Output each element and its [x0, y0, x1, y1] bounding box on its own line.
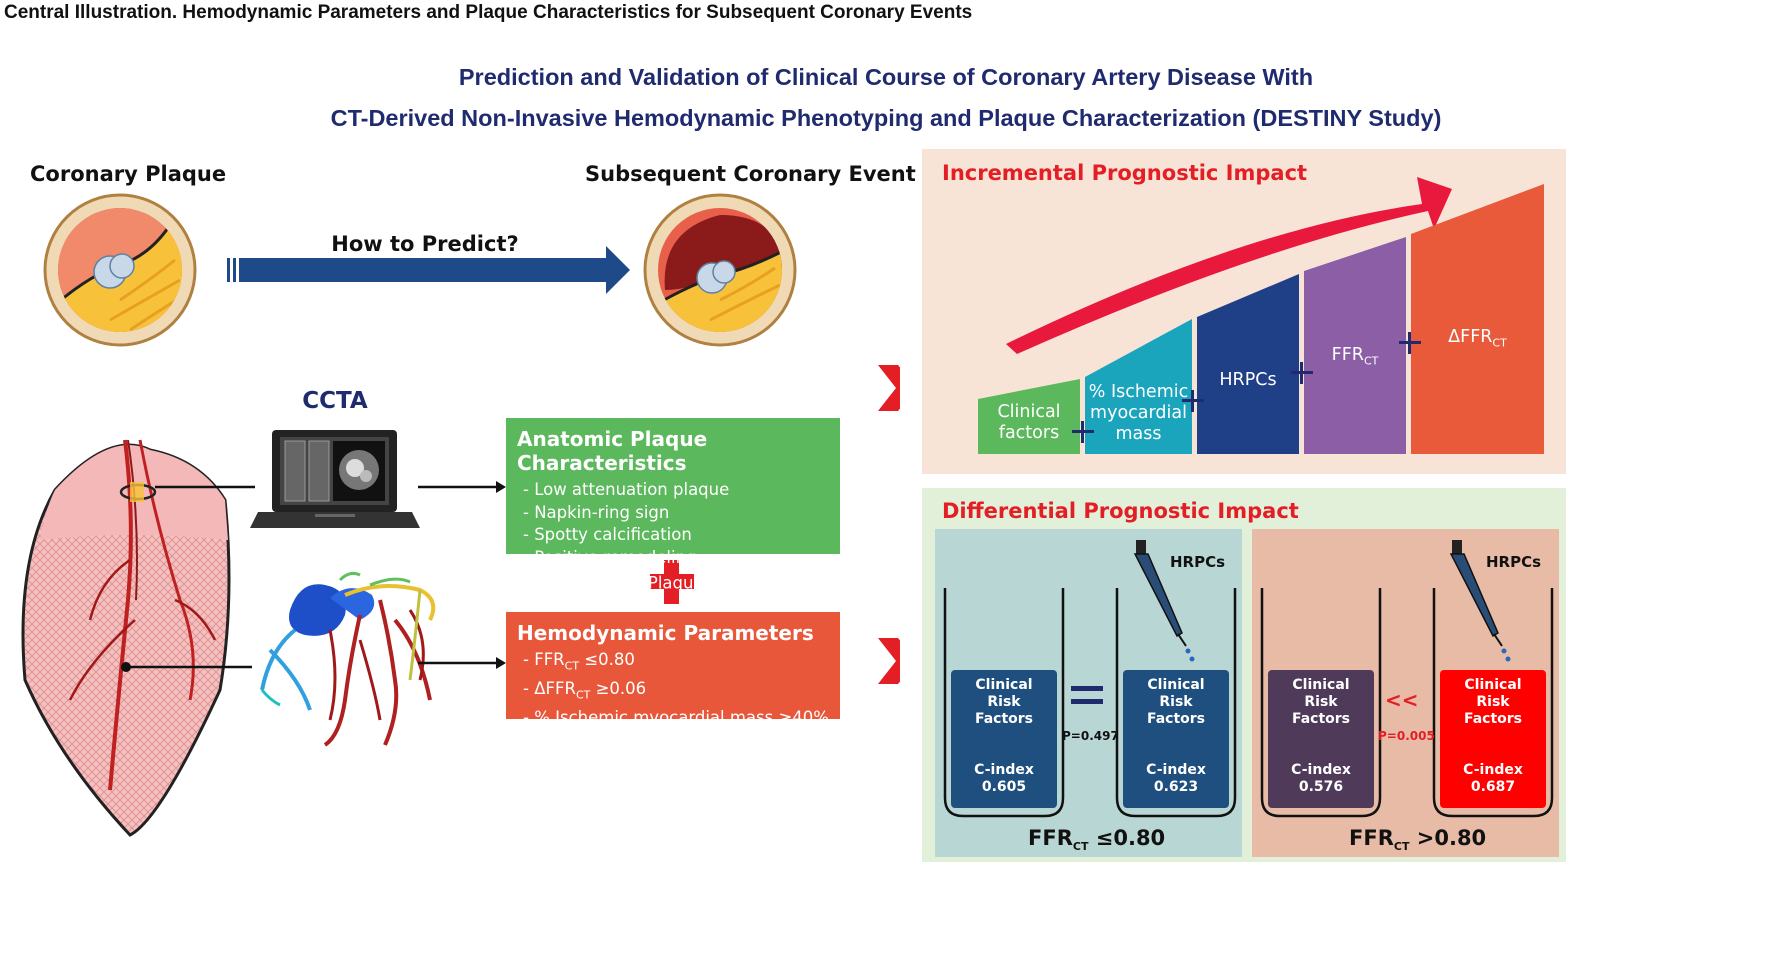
- ffrct-low-label: FFRCT ≤0.80: [1028, 826, 1166, 854]
- coronary-tree-model-icon: [260, 571, 436, 747]
- anatomic-item: - Positive remodeling: [523, 547, 697, 567]
- incremental-chart: [978, 177, 1544, 454]
- ccta-label: CCTA: [302, 388, 368, 414]
- plus-icon: [650, 560, 694, 604]
- title-line-1: Prediction and Validation of Clinical Co…: [458, 64, 1314, 90]
- dropper-icon: [1449, 540, 1511, 662]
- hemodynamic-item: - % Ischemic myocardial mass ≥40%: [523, 707, 829, 727]
- hemodynamic-item: - ΔFFRCT ≥0.06: [523, 678, 647, 702]
- dropper-icon: [1133, 540, 1195, 662]
- coronary-plaque-label: Coronary Plaque: [30, 162, 227, 186]
- coronary-event-icon: [643, 193, 797, 347]
- heart-icon: [21, 439, 231, 837]
- tube-fill: [1440, 670, 1546, 808]
- hemodynamic-title: Hemodynamic Parameters: [517, 621, 814, 645]
- hrpcs-label-right: HRPCs: [1486, 553, 1542, 571]
- hemodynamic-parameters-box: Hemodynamic Parameters - FFRCT ≤0.80 - Δ…: [506, 612, 840, 727]
- tube-fill: [951, 670, 1057, 808]
- how-to-predict-arrow: [227, 246, 630, 294]
- left-illustration: [21, 193, 900, 837]
- differential-tubes: [943, 540, 1554, 818]
- bar-label-delta-ffrct: ΔFFRCT: [1448, 327, 1507, 350]
- p-value-right: P=0.005: [1378, 729, 1435, 743]
- figure-header: Central Illustration. Hemodynamic Parame…: [4, 2, 973, 23]
- how-to-predict-label: How to Predict?: [331, 232, 519, 256]
- bar-label-ffrct: FFRCT: [1331, 345, 1379, 368]
- chevron-right-icon: [878, 638, 900, 684]
- hemodynamic-item: - FFRCT ≤0.80: [523, 650, 635, 673]
- laptop-ccta-icon: [250, 430, 420, 528]
- tube-fill: [1268, 670, 1374, 808]
- bar-label-hrpcs: HRPCs: [1219, 370, 1277, 390]
- tube-fill: [1123, 670, 1229, 808]
- ffrct-high-label: FFRCT >0.80: [1349, 826, 1487, 854]
- hrpcs-label-left: HRPCs: [1170, 553, 1226, 571]
- much-less-than-symbol: <<: [1385, 688, 1419, 712]
- anatomic-item: - Napkin-ring sign: [523, 502, 670, 522]
- incremental-title: Incremental Prognostic Impact: [942, 161, 1308, 185]
- chevron-right-icon: [878, 365, 900, 411]
- title-line-2: CT-Derived Non-Invasive Hemodynamic Phen…: [330, 105, 1442, 131]
- anatomic-item: - Spotty calcification: [523, 525, 692, 544]
- plaque-cross-section-icon: [43, 193, 197, 347]
- anatomic-item: - Low attenuation plaque: [523, 480, 730, 499]
- p-value-left: P=0.497: [1062, 729, 1119, 743]
- anatomic-title: Anatomic Plaque Characteristics: [517, 427, 708, 475]
- plus-icon: [1072, 332, 1421, 443]
- anatomic-plaque-box: Anatomic Plaque Characteristics - Low at…: [506, 418, 840, 593]
- anatomic-item: - MLA <4mm2, Plaque burden ≥70%: [523, 573, 824, 593]
- differential-title: Differential Prognostic Impact: [942, 499, 1299, 523]
